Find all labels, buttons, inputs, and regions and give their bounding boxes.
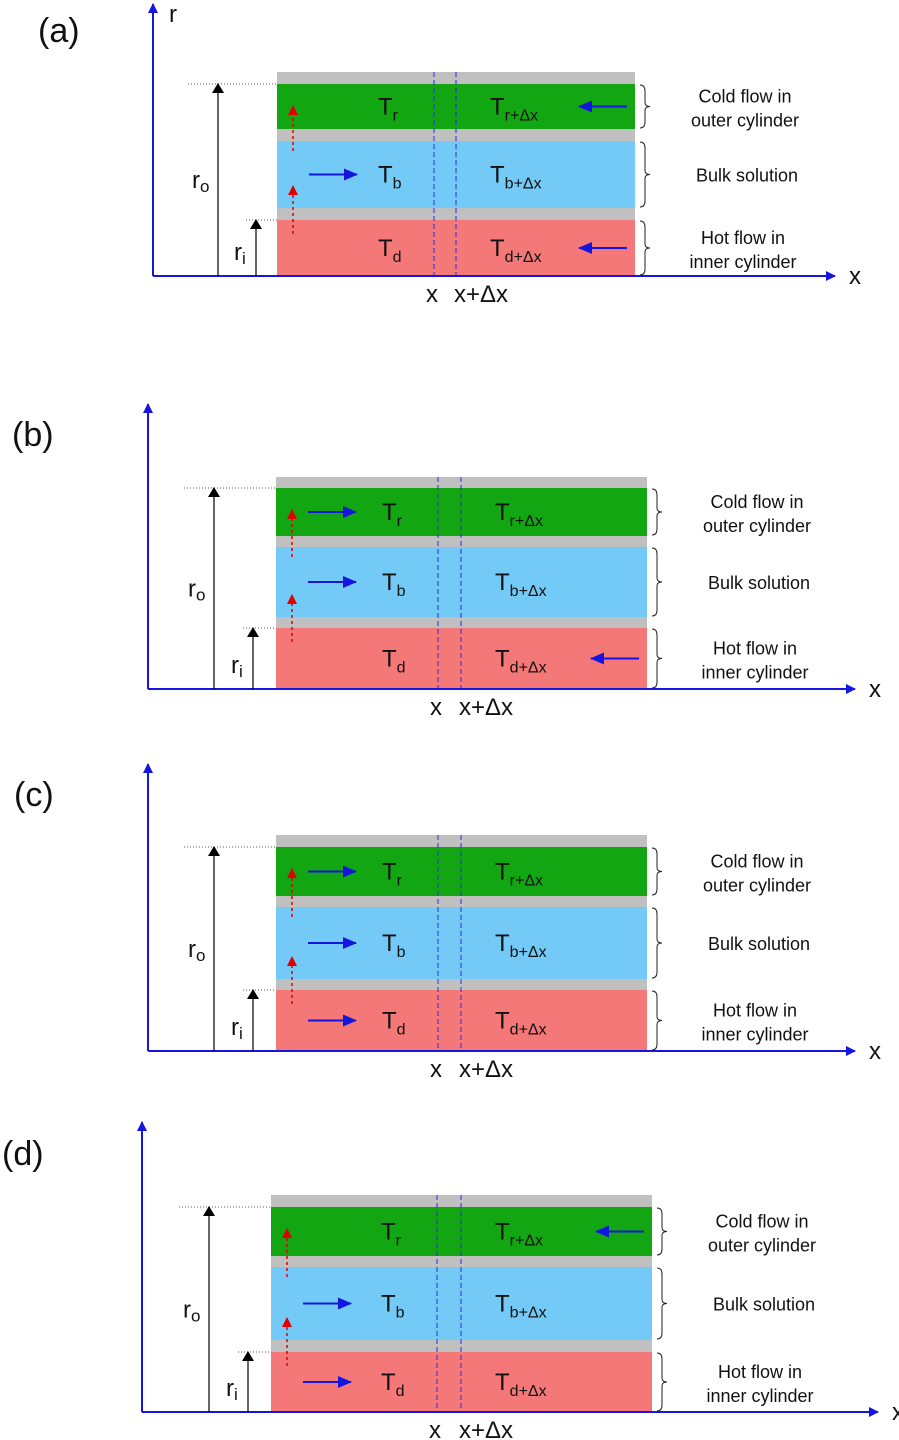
temp-bulk-x: Tb [382, 930, 406, 961]
hot-flow-brace [656, 1352, 668, 1412]
temp-hot-x-dx: Td+Δx [495, 1369, 547, 1400]
temp-hot-x: Td [378, 235, 402, 266]
temp-bulk-x-dx: Tb+Δx [495, 569, 547, 600]
membrane-outer [277, 129, 635, 141]
position-x-dx-label: x+Δx [459, 1417, 513, 1440]
inner-radius-label: ri [231, 652, 243, 681]
hot-flow-brace [651, 990, 663, 1051]
cold-flow-brace [639, 84, 651, 129]
outer-wall [276, 477, 647, 488]
membrane-inner [276, 979, 647, 990]
cold-flow-label-line1: Cold flow in [710, 492, 803, 512]
hot-flow-label-line1: Hot flow in [718, 1362, 802, 1382]
cold-flow-brace [651, 488, 663, 536]
bulk-solution-label: Bulk solution [696, 166, 798, 186]
membrane-inner [271, 1340, 652, 1352]
temp-bulk-x: Tb [382, 569, 406, 600]
hot-flow-label-line1: Hot flow in [713, 639, 797, 659]
cold-flow-brace [656, 1207, 668, 1256]
position-x-label: x [430, 1056, 442, 1083]
cold-flow-label-line1: Cold flow in [715, 1212, 808, 1232]
temp-cold-x: Tr [382, 499, 403, 530]
cold-flow-label-line2: outer cylinder [703, 876, 811, 896]
temp-bulk-x: Tb [381, 1291, 405, 1322]
temp-hot-x: Td [381, 1369, 405, 1400]
outer-wall [271, 1195, 652, 1207]
temp-bulk-x-dx: Tb+Δx [495, 1291, 547, 1322]
x-axis-label: x [849, 263, 861, 290]
outer-radius-label: ro [192, 167, 209, 196]
temp-bulk-x-dx: Tb+Δx [490, 162, 542, 193]
temp-hot-x-dx: Td+Δx [490, 235, 542, 266]
temp-cold-x: Tr [382, 859, 403, 890]
panel-label: (c) [14, 776, 54, 814]
position-x-label: x [429, 1417, 441, 1440]
hot-flow-label-line2: inner cylinder [689, 252, 796, 272]
temp-cold-x: Tr [381, 1219, 402, 1250]
hot-flow-label-line1: Hot flow in [701, 228, 785, 248]
inner-radius-label: ri [231, 1014, 243, 1043]
hot-flow-label-line2: inner cylinder [701, 663, 808, 683]
membrane-inner [277, 208, 635, 220]
temp-hot-x: Td [382, 1008, 406, 1039]
panel-label: (d) [2, 1135, 44, 1173]
cold-flow-brace [651, 847, 663, 896]
cold-flow-label-line2: outer cylinder [691, 111, 799, 131]
temp-hot-x-dx: Td+Δx [495, 646, 547, 677]
panel-label: (a) [38, 12, 80, 50]
position-x-dx-label: x+Δx [459, 694, 513, 721]
cold-flow-label-line2: outer cylinder [703, 516, 811, 536]
hot-flow-label-line2: inner cylinder [706, 1386, 813, 1406]
position-x-label: x [430, 694, 442, 721]
cold-flow-label-line1: Cold flow in [698, 87, 791, 107]
x-axis-label: x [869, 1038, 881, 1065]
outer-radius-label: ro [188, 576, 205, 605]
bulk-solution-label: Bulk solution [708, 573, 810, 593]
temp-bulk-x: Tb [378, 162, 402, 193]
hot-flow-label-line2: inner cylinder [701, 1025, 808, 1045]
bulk-solution-brace [651, 547, 663, 617]
temp-cold-x-dx: Tr+Δx [495, 1219, 543, 1250]
hot-flow-brace [639, 220, 651, 276]
hot-flow-brace [651, 628, 663, 689]
position-x-dx-label: x+Δx [459, 1056, 513, 1083]
temp-cold-x: Tr [378, 94, 399, 125]
cold-flow-label-line1: Cold flow in [710, 852, 803, 872]
hot-flow-label-line1: Hot flow in [713, 1001, 797, 1021]
inner-radius-label: ri [226, 1375, 238, 1404]
inner-radius-label: ri [234, 239, 246, 268]
outer-wall [276, 835, 647, 847]
panel-label: (b) [12, 416, 54, 454]
position-x-label: x [426, 281, 438, 308]
temp-cold-x-dx: Tr+Δx [495, 859, 543, 890]
temp-cold-x-dx: Tr+Δx [495, 499, 543, 530]
temp-cold-x-dx: Tr+Δx [490, 94, 538, 125]
bulk-solution-brace [656, 1267, 668, 1340]
outer-radius-label: ro [183, 1297, 200, 1326]
x-axis-label: x [892, 1399, 899, 1426]
temp-hot-x: Td [382, 646, 406, 677]
outer-radius-label: ro [188, 936, 205, 965]
bulk-solution-brace [651, 907, 663, 979]
x-axis-label: x [869, 676, 881, 703]
bulk-solution-label: Bulk solution [708, 934, 810, 954]
temp-bulk-x-dx: Tb+Δx [495, 930, 547, 961]
temp-hot-x-dx: Td+Δx [495, 1008, 547, 1039]
r-axis-label: r [169, 1, 177, 28]
position-x-dx-label: x+Δx [454, 281, 508, 308]
bulk-solution-label: Bulk solution [713, 1295, 815, 1315]
cold-flow-label-line2: outer cylinder [708, 1236, 816, 1256]
outer-wall [277, 72, 635, 84]
bulk-solution-brace [639, 141, 651, 208]
